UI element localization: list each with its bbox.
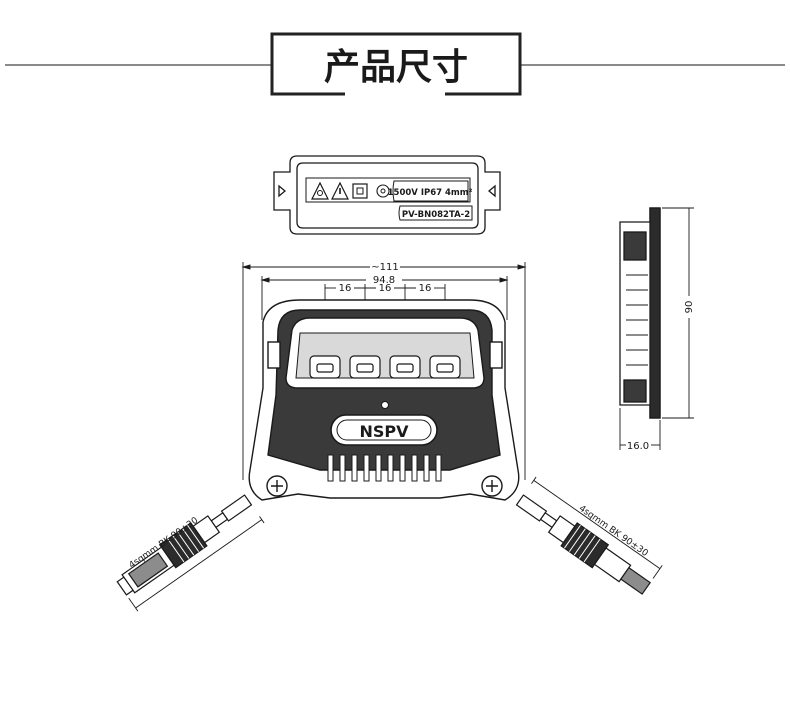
double-insulation-icon [352, 183, 368, 199]
cable-right-pin [620, 566, 652, 595]
fin [435, 454, 442, 482]
dim-label-overall: ~111 [371, 262, 398, 273]
fin [375, 454, 382, 482]
front-dimension-labels: ~111 94.8 16 16 16 [339, 262, 432, 294]
dim-arrow [517, 264, 527, 270]
fin [363, 454, 370, 482]
dim-label-pitch-1: 16 [339, 283, 352, 294]
terminal-slot [396, 363, 414, 373]
heat-fins [327, 454, 442, 482]
cable-right-dim [531, 476, 663, 579]
fin [399, 454, 406, 482]
terminal-slot [356, 363, 374, 373]
cable-left: 4sqmm BK 90±30 [116, 494, 265, 612]
side-dim-height [662, 207, 694, 419]
dim-label-pitch-2: 16 [379, 283, 392, 294]
caution-icon [331, 181, 349, 200]
rating-box [392, 180, 469, 202]
side-clip-right [489, 341, 503, 369]
dim-label-inner: 94.8 [373, 275, 395, 286]
top-view-inner-outline [296, 162, 479, 229]
cable-right-dim-ext [531, 476, 537, 484]
fin [411, 454, 418, 482]
top-view: 1500V IP67 4mm² PV-BN082TA-2 [273, 155, 501, 235]
terminal-slot [436, 363, 454, 373]
dim-label-pitch-3: 16 [419, 283, 432, 294]
dim-arrow [241, 264, 251, 270]
cable-left-tip [116, 576, 134, 596]
arrow-right-icon [487, 184, 496, 198]
title-gap [345, 88, 445, 102]
side-dim-depth [619, 408, 661, 450]
center-mark-icon [381, 401, 389, 409]
cable-left-dim-line [135, 519, 263, 609]
side-clip-left [267, 341, 281, 369]
screw-right-cross [486, 480, 498, 492]
side-fins [626, 274, 648, 366]
side-depth-label: 16.0 [627, 441, 649, 452]
model-box [398, 205, 473, 221]
cable-left-dim [128, 516, 265, 612]
logo-plate [330, 414, 438, 446]
model-text: PV-BN082TA-2 [402, 210, 470, 220]
fin [351, 454, 358, 482]
dim-arrow [499, 277, 509, 283]
side-view: 90 16.0 [619, 207, 695, 452]
side-lower-block [623, 379, 647, 403]
cable-left-grip [167, 524, 205, 563]
fin [423, 454, 430, 482]
dim-arrow [260, 277, 270, 283]
title-frame [270, 32, 522, 96]
ground-icon [376, 184, 390, 198]
page-title: 产品尺寸 [324, 47, 468, 88]
double-insulation-inner [356, 187, 364, 195]
arrow-left-icon [278, 184, 287, 198]
terminals [309, 355, 461, 379]
title-banner: 产品尺寸 [5, 32, 785, 102]
side-flange [649, 207, 661, 419]
cable-left-dim-ext [128, 597, 139, 612]
cable-right-dim-ext [652, 565, 663, 579]
cable-right-dim-line [533, 479, 661, 570]
cable-right-grip [563, 524, 601, 563]
screw-left-cross [271, 480, 283, 492]
fin [339, 454, 346, 482]
logo-plate-inner [336, 419, 432, 441]
fin [327, 454, 334, 482]
side-upper-block [623, 231, 647, 261]
cable-right: 4sqmm BK 90±30 [515, 476, 663, 595]
terminal-slot [316, 363, 334, 373]
ground-icon-center [380, 188, 386, 194]
logo-text: NSPV [359, 422, 409, 441]
front-view: NSPV [248, 299, 520, 501]
side-height-label: 90 [684, 301, 695, 314]
sun-warning-icon [311, 181, 329, 200]
cable-left-latch [127, 552, 169, 588]
rating-text: 1500V IP67 4mm² [388, 188, 473, 198]
fin [387, 454, 394, 482]
top-label-plate [305, 177, 471, 203]
sun-warning-dot [317, 190, 323, 196]
